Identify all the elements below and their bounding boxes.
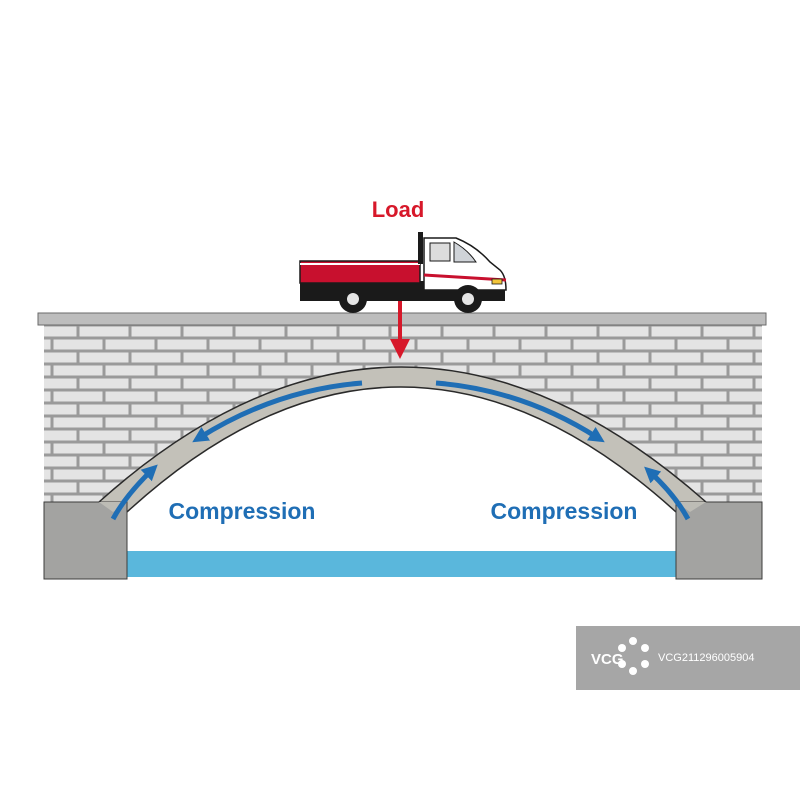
- watermark-id: VCG211296005904: [658, 652, 754, 664]
- compression-arrow-left-base: [110, 464, 158, 521]
- watermark: VCG VCG211296005904: [576, 626, 800, 690]
- truck-headlight: [491, 278, 503, 285]
- truck-bed: [299, 260, 421, 284]
- right-pier-bevel: [676, 502, 706, 512]
- compression-arrow-top-left: [192, 380, 363, 443]
- river-water: [127, 551, 676, 577]
- watermark-brand: VCG: [591, 651, 624, 668]
- truck-rear-hub: [347, 293, 359, 305]
- truck-windshield: [453, 241, 477, 263]
- truck-side-window: [429, 242, 451, 262]
- truck: [299, 232, 507, 313]
- truck-bed-post: [418, 232, 423, 264]
- watermark-box: [576, 626, 800, 690]
- compression-label-left: Compression: [169, 498, 316, 524]
- arch-opening: [127, 387, 676, 580]
- compression-arrow-top-right: [435, 380, 605, 443]
- truck-front-hub: [462, 293, 474, 305]
- watermark-logo-icon: [618, 637, 649, 675]
- compression-label-right: Compression: [491, 498, 638, 524]
- right-pier: [675, 501, 763, 580]
- compression-arrow-right-base: [644, 466, 691, 521]
- load-label: Load: [372, 197, 425, 222]
- load-arrow-head: [390, 339, 410, 359]
